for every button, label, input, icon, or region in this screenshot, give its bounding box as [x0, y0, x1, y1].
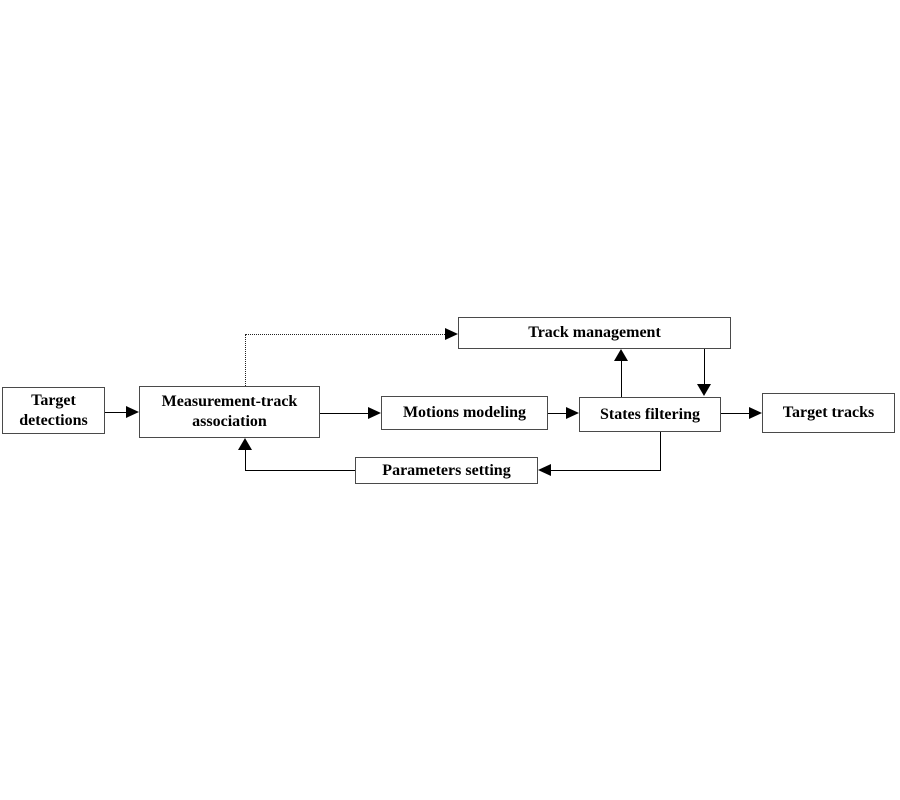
edge-parameters-to-association-hline	[245, 470, 355, 471]
node-states-filtering: States filtering	[579, 397, 721, 432]
node-parameters-setting-label: Parameters setting	[382, 461, 511, 479]
node-measurement-track-association: Measurement-track association	[139, 386, 320, 438]
arrowhead-up-icon	[238, 438, 252, 450]
node-measurement-track-association-label: Measurement-track association	[161, 393, 298, 430]
edge-association-to-management-dotted-hline	[245, 334, 445, 335]
arrowhead-right-icon	[368, 407, 381, 419]
node-target-tracks-label: Target tracks	[782, 404, 875, 422]
arrowhead-up-icon	[614, 349, 628, 361]
edge-filtering-to-tracks-line	[721, 413, 749, 414]
node-track-management: Track management	[458, 317, 731, 349]
node-motions-modeling-label: Motions modeling	[402, 404, 527, 422]
arrowhead-right-icon	[566, 407, 579, 419]
arrowhead-left-icon	[538, 464, 551, 476]
edge-management-to-filtering-line	[704, 349, 705, 384]
arrowhead-down-icon	[697, 384, 711, 396]
arrowhead-right-icon	[126, 406, 139, 418]
node-target-tracks: Target tracks	[762, 393, 895, 433]
node-target-detections-label: Target detections	[19, 391, 88, 429]
edge-parameters-to-association-vline	[245, 450, 246, 471]
edge-filtering-to-management-line	[621, 361, 622, 397]
node-motions-modeling: Motions modeling	[381, 396, 548, 430]
arrowhead-right-icon	[749, 407, 762, 419]
node-states-filtering-label: States filtering	[600, 405, 700, 423]
node-track-management-label: Track management	[528, 324, 661, 342]
edge-detections-to-association-line	[105, 412, 126, 413]
node-target-detections: Target detections	[2, 387, 105, 434]
edge-filtering-to-parameters-hline	[551, 470, 661, 471]
edge-association-to-modeling-line	[320, 413, 368, 414]
edge-association-to-management-dotted-vline	[245, 334, 246, 386]
edge-modeling-to-filtering-line	[548, 413, 566, 414]
arrowhead-right-icon	[445, 328, 458, 340]
edge-filtering-to-parameters-vline	[660, 432, 661, 470]
node-parameters-setting: Parameters setting	[355, 457, 538, 484]
